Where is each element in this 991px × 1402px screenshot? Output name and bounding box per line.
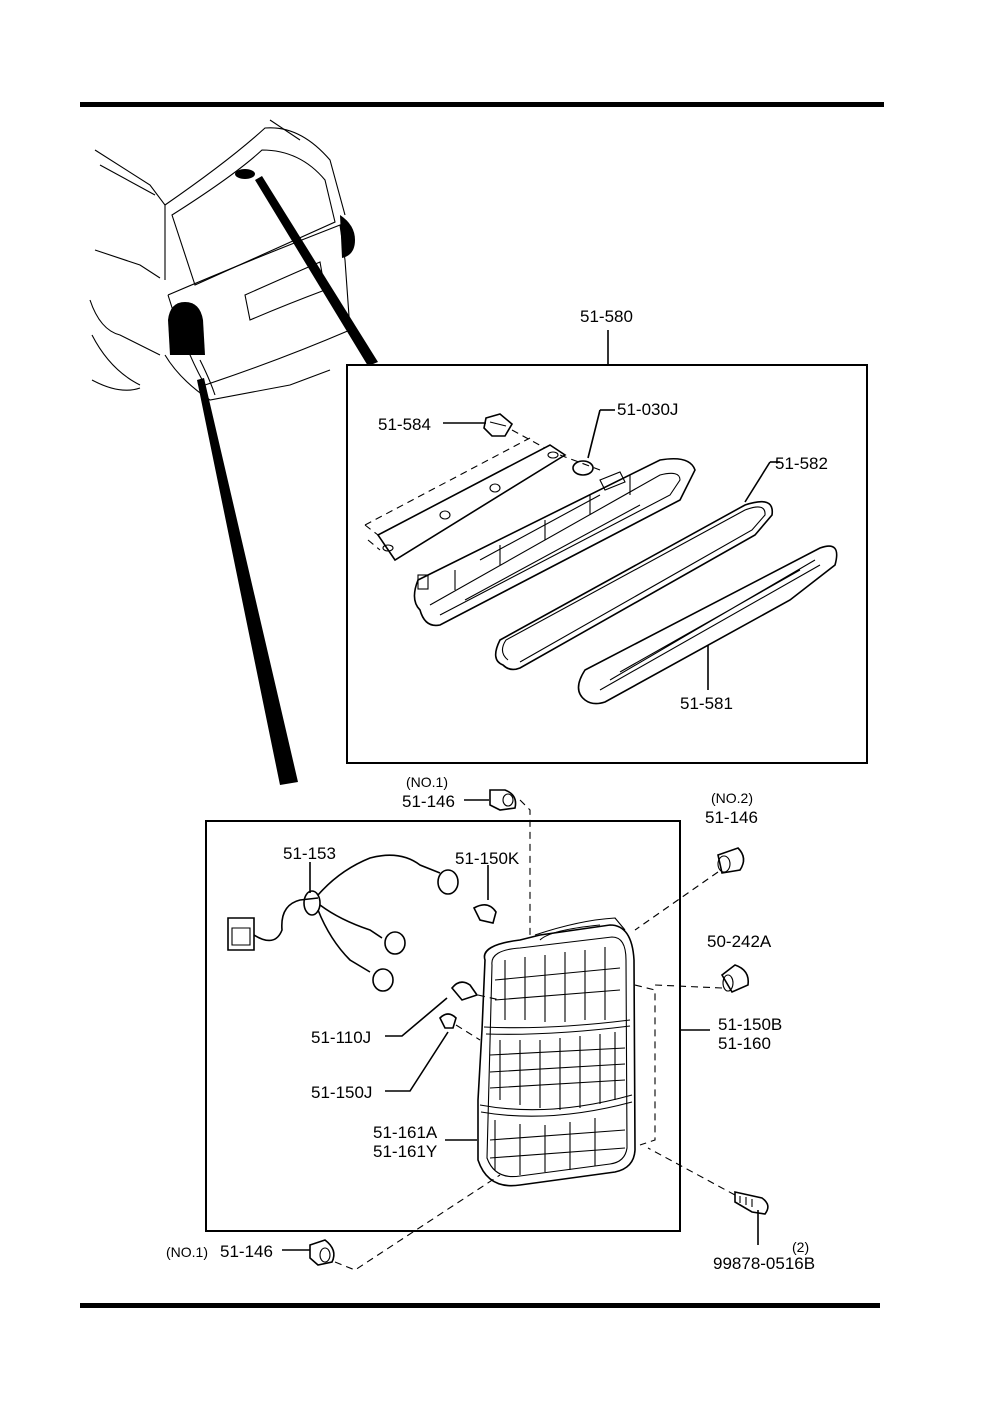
label-screw-bottom: 99878-0516B xyxy=(713,1254,815,1273)
label-socket-harness: 51-153 xyxy=(283,844,336,863)
label-screw-high-mount: 51-584 xyxy=(378,415,431,434)
high-mount-housing xyxy=(413,457,696,627)
label-clip-high-mount: 51-030J xyxy=(617,400,678,419)
label-assy-rear-combo-1: 51-150B xyxy=(718,1015,782,1034)
leader-beam-high-mount xyxy=(255,176,378,366)
label-bulb-150j: 51-150J xyxy=(311,1083,372,1102)
bulb-51-150K xyxy=(472,865,497,924)
label-bulb-110j: 51-110J xyxy=(311,1028,371,1047)
grommet-50-242A xyxy=(654,964,750,994)
socket-harness-51-153 xyxy=(227,854,459,992)
label-no1-top: (NO.1) xyxy=(406,774,448,790)
label-no1-bottom: (NO.1) xyxy=(166,1244,208,1260)
clip-51-030J xyxy=(572,409,615,476)
vehicle-rear-illustration xyxy=(89,119,355,401)
label-lens-combo-1: 51-161A xyxy=(373,1123,438,1142)
label-qty-screw: (2) xyxy=(792,1239,809,1255)
label-clip-no1-bottom: 51-146 xyxy=(220,1242,273,1261)
bottom-rule xyxy=(80,1303,880,1308)
label-gasket-high-mount: 51-582 xyxy=(775,454,828,473)
screw-99878-0516B xyxy=(647,1147,769,1245)
high-mount-bracket xyxy=(364,437,601,562)
label-clip-no1-top: 51-146 xyxy=(402,792,455,811)
label-assy-rear-combo-2: 51-160 xyxy=(718,1034,771,1053)
label-assy-high-mount: 51-580 xyxy=(580,307,633,326)
high-mount-lamp-box xyxy=(346,364,868,764)
high-mount-gasket xyxy=(494,500,774,671)
label-bulb-150k: 51-150K xyxy=(455,849,520,868)
bulb-51-110J xyxy=(385,981,501,1037)
label-no2: (NO.2) xyxy=(711,790,753,806)
rear-combination-lamp xyxy=(477,917,710,1187)
label-grommet: 50-242A xyxy=(707,932,772,951)
label-lens-high-mount: 51-581 xyxy=(680,694,733,713)
high-mount-lens xyxy=(577,545,838,705)
bulb-51-150J xyxy=(385,1013,481,1092)
label-lens-combo-2: 51-161Y xyxy=(373,1142,437,1161)
clip-no1-bottom xyxy=(282,1174,501,1271)
screw-51-584 xyxy=(443,413,546,449)
rear-combination-lamp-box xyxy=(205,820,681,1232)
leader-beam-rear-combo xyxy=(197,378,298,785)
top-rule xyxy=(80,102,884,107)
label-clip-no2: 51-146 xyxy=(705,808,758,827)
clip-no1-top xyxy=(464,789,531,935)
clip-no2 xyxy=(634,847,745,931)
